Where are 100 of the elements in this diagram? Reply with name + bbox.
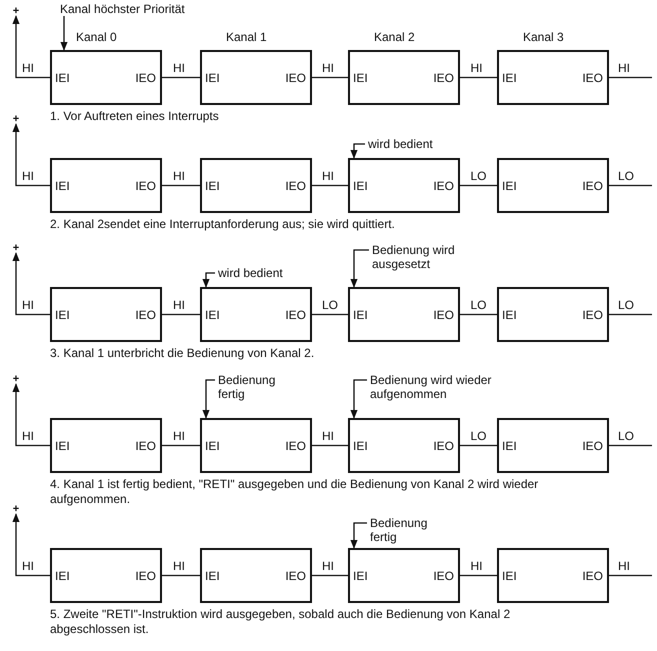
channel-box bbox=[348, 287, 460, 342]
signal-label: LO bbox=[617, 298, 636, 312]
pin-label: IEI bbox=[353, 308, 368, 322]
pin-label: IEO bbox=[582, 569, 603, 583]
signal-label: LO bbox=[617, 170, 636, 182]
pin-label: IEO bbox=[433, 439, 454, 453]
supply-terminal: + bbox=[11, 243, 21, 253]
channel-box bbox=[497, 548, 609, 603]
pin-label: IEO bbox=[582, 71, 603, 85]
step-caption: 3. Kanal 1 unterbricht die Bedienung von Kanal 2. bbox=[50, 346, 316, 361]
signal-line bbox=[312, 76, 348, 78]
signal-label: LO bbox=[470, 430, 488, 442]
channel-box bbox=[200, 158, 312, 213]
pin-label: IEO bbox=[285, 71, 306, 85]
pin-label: IEO bbox=[433, 71, 454, 85]
pin-label: IEI bbox=[353, 71, 368, 85]
channel-box bbox=[348, 158, 460, 213]
signal-line bbox=[12, 123, 50, 186]
channel-box bbox=[200, 418, 312, 473]
leader-arrow bbox=[202, 379, 215, 419]
step-caption: 5. Zweite "RETI"-Instruktion wird ausgegeben, sobald auch die Bedienung von Kanal 2 abgeschlossen ist. bbox=[50, 607, 512, 637]
pin-label: IEO bbox=[135, 179, 156, 193]
signal-line bbox=[312, 444, 348, 446]
pin-label: IEI bbox=[205, 308, 220, 322]
pin-label: IEI bbox=[55, 569, 70, 583]
pin-label: IEI bbox=[502, 569, 517, 583]
signal-line bbox=[312, 314, 348, 316]
annotation-text: Bedienung wird wieder aufgenommen bbox=[370, 373, 500, 401]
signal-line bbox=[312, 184, 348, 186]
pin-label: IEI bbox=[353, 569, 368, 583]
annotation-text: Bedienung fertig bbox=[218, 373, 293, 401]
step-caption: 2. Kanal 2sendet eine Interruptanforderung aus; sie wird quittiert. bbox=[50, 217, 396, 232]
annotation-text: Kanal höchster Priorität bbox=[60, 2, 260, 16]
supply-terminal: + bbox=[11, 114, 21, 124]
signal-label: HI bbox=[172, 298, 186, 312]
pin-label: IEI bbox=[205, 71, 220, 85]
signal-label: HI bbox=[321, 560, 335, 572]
signal-line bbox=[162, 444, 200, 446]
signal-line bbox=[162, 314, 200, 316]
channel-box bbox=[50, 548, 162, 603]
pin-label: IEO bbox=[582, 308, 603, 322]
pin-label: IEI bbox=[353, 439, 368, 453]
signal-label: LO bbox=[470, 298, 488, 312]
signal-label: HI bbox=[21, 62, 35, 74]
signal-label: HI bbox=[21, 298, 35, 312]
signal-label: HI bbox=[172, 170, 186, 182]
pin-label: IEO bbox=[135, 308, 156, 322]
signal-label: HI bbox=[321, 62, 335, 74]
leader-arrow bbox=[350, 143, 365, 159]
leader-arrow bbox=[350, 249, 369, 288]
channel-heading: Kanal 2 bbox=[374, 30, 415, 44]
supply-terminal: + bbox=[11, 504, 21, 514]
signal-line bbox=[162, 76, 200, 78]
channel-box bbox=[497, 287, 609, 342]
signal-line bbox=[460, 574, 497, 576]
pin-label: IEI bbox=[205, 569, 220, 583]
annotation-text: Bedienung wird ausgesetzt bbox=[372, 243, 472, 271]
signal-line bbox=[609, 76, 652, 78]
signal-label: HI bbox=[172, 430, 186, 442]
pin-label: IEI bbox=[205, 439, 220, 453]
annotation-text: wird bedient bbox=[368, 137, 488, 151]
pin-label: IEI bbox=[55, 179, 70, 193]
pin-label: IEI bbox=[502, 308, 517, 322]
channel-box bbox=[50, 158, 162, 213]
signal-label: HI bbox=[21, 170, 35, 182]
signal-line bbox=[460, 76, 497, 78]
signal-label: LO bbox=[617, 430, 636, 442]
pin-label: IEO bbox=[135, 569, 156, 583]
channel-box bbox=[200, 548, 312, 603]
channel-heading: Kanal 0 bbox=[76, 30, 117, 44]
pin-label: IEO bbox=[285, 569, 306, 583]
channel-box bbox=[50, 418, 162, 473]
channel-heading: Kanal 3 bbox=[523, 30, 564, 44]
leader-arrow bbox=[202, 272, 215, 288]
supply-terminal: + bbox=[11, 6, 21, 16]
signal-label: HI bbox=[617, 62, 631, 74]
signal-line bbox=[609, 574, 652, 576]
channel-heading: Kanal 1 bbox=[226, 30, 267, 44]
signal-line bbox=[12, 15, 50, 78]
signal-label: HI bbox=[321, 170, 335, 182]
signal-line bbox=[460, 314, 497, 316]
signal-label: HI bbox=[470, 62, 484, 74]
pin-label: IEI bbox=[502, 179, 517, 193]
signal-line bbox=[12, 383, 50, 446]
signal-label: HI bbox=[172, 560, 186, 572]
channel-box bbox=[50, 287, 162, 342]
pin-label: IEO bbox=[285, 308, 306, 322]
pin-label: IEI bbox=[55, 308, 70, 322]
signal-label: HI bbox=[470, 560, 484, 572]
signal-line bbox=[162, 184, 200, 186]
supply-terminal: + bbox=[11, 374, 21, 384]
annotation-text: wird bedient bbox=[218, 266, 328, 280]
channel-box bbox=[348, 548, 460, 603]
signal-line bbox=[460, 444, 497, 446]
pin-label: IEO bbox=[285, 179, 306, 193]
pin-label: IEO bbox=[433, 308, 454, 322]
signal-label: LO bbox=[470, 170, 488, 182]
pin-label: IEI bbox=[353, 179, 368, 193]
signal-line bbox=[162, 574, 200, 576]
signal-line bbox=[609, 314, 652, 316]
